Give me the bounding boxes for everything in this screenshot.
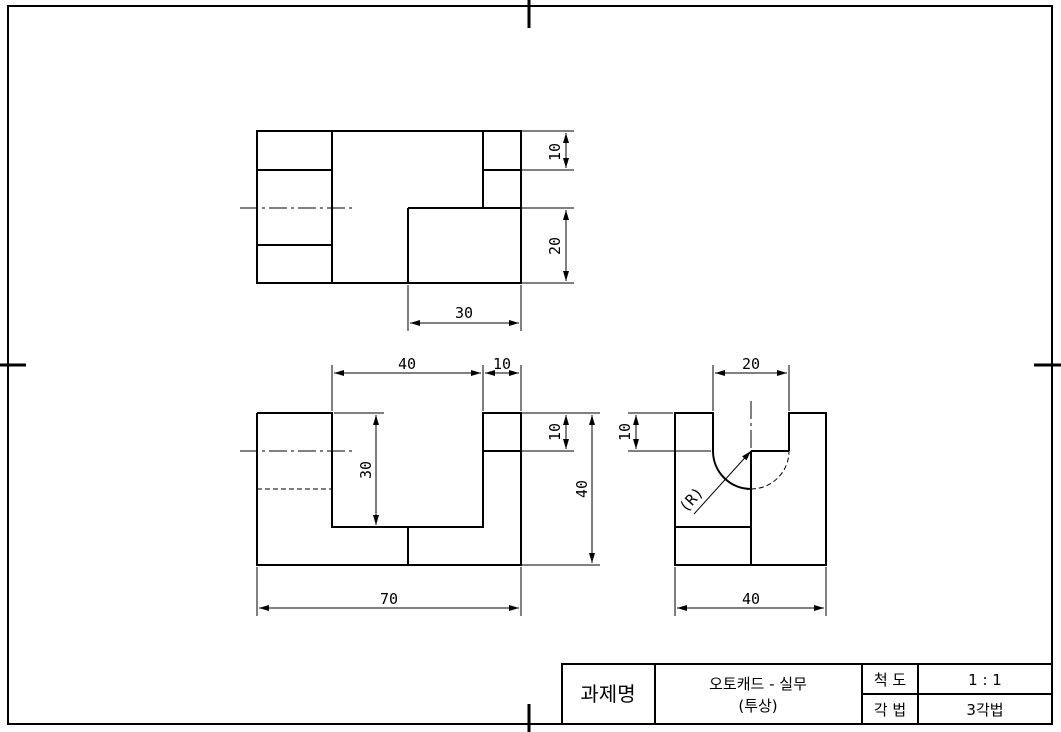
dim-front-30: 30 (357, 461, 375, 479)
dim-front-10: 10 (493, 355, 511, 373)
dim-side-20: 20 (742, 355, 760, 373)
dim-top-30: 30 (455, 304, 473, 322)
projection-label: 각 법 (874, 701, 906, 719)
projection-value: 3각법 (966, 701, 1003, 719)
project-name-line1: 오토캐드 - 실무 (709, 675, 807, 693)
dim-top-10: 10 (546, 143, 564, 161)
top-view-dimensions: 10 20 30 (407, 130, 574, 331)
side-view-dimensions: 20 10 (R) 40 (616, 355, 827, 616)
dim-side-radius: (R) (676, 484, 708, 516)
dim-side-40: 40 (742, 590, 760, 608)
scale-label: 척 도 (874, 671, 907, 689)
dim-side-10: 10 (616, 423, 634, 441)
scale-value: 1 : 1 (968, 671, 1002, 689)
dim-top-20: 20 (546, 237, 564, 255)
top-view (240, 130, 522, 284)
project-name-line2: (투상) (738, 697, 777, 715)
front-view-dimensions: 40 10 30 10 40 70 (256, 355, 600, 616)
hidden-arc (750, 450, 790, 490)
project-label: 과제명 (580, 682, 635, 706)
dim-front-70: 70 (380, 590, 398, 608)
dim-front-40-height: 40 (573, 480, 591, 498)
side-view (674, 401, 827, 566)
title-block: 과제명 오토캐드 - 실무 (투상) 척 도 1 : 1 각 법 3각법 (561, 663, 1053, 725)
dim-front-rib-10: 10 (546, 423, 564, 441)
front-view (240, 412, 522, 566)
dim-front-40: 40 (398, 355, 416, 373)
